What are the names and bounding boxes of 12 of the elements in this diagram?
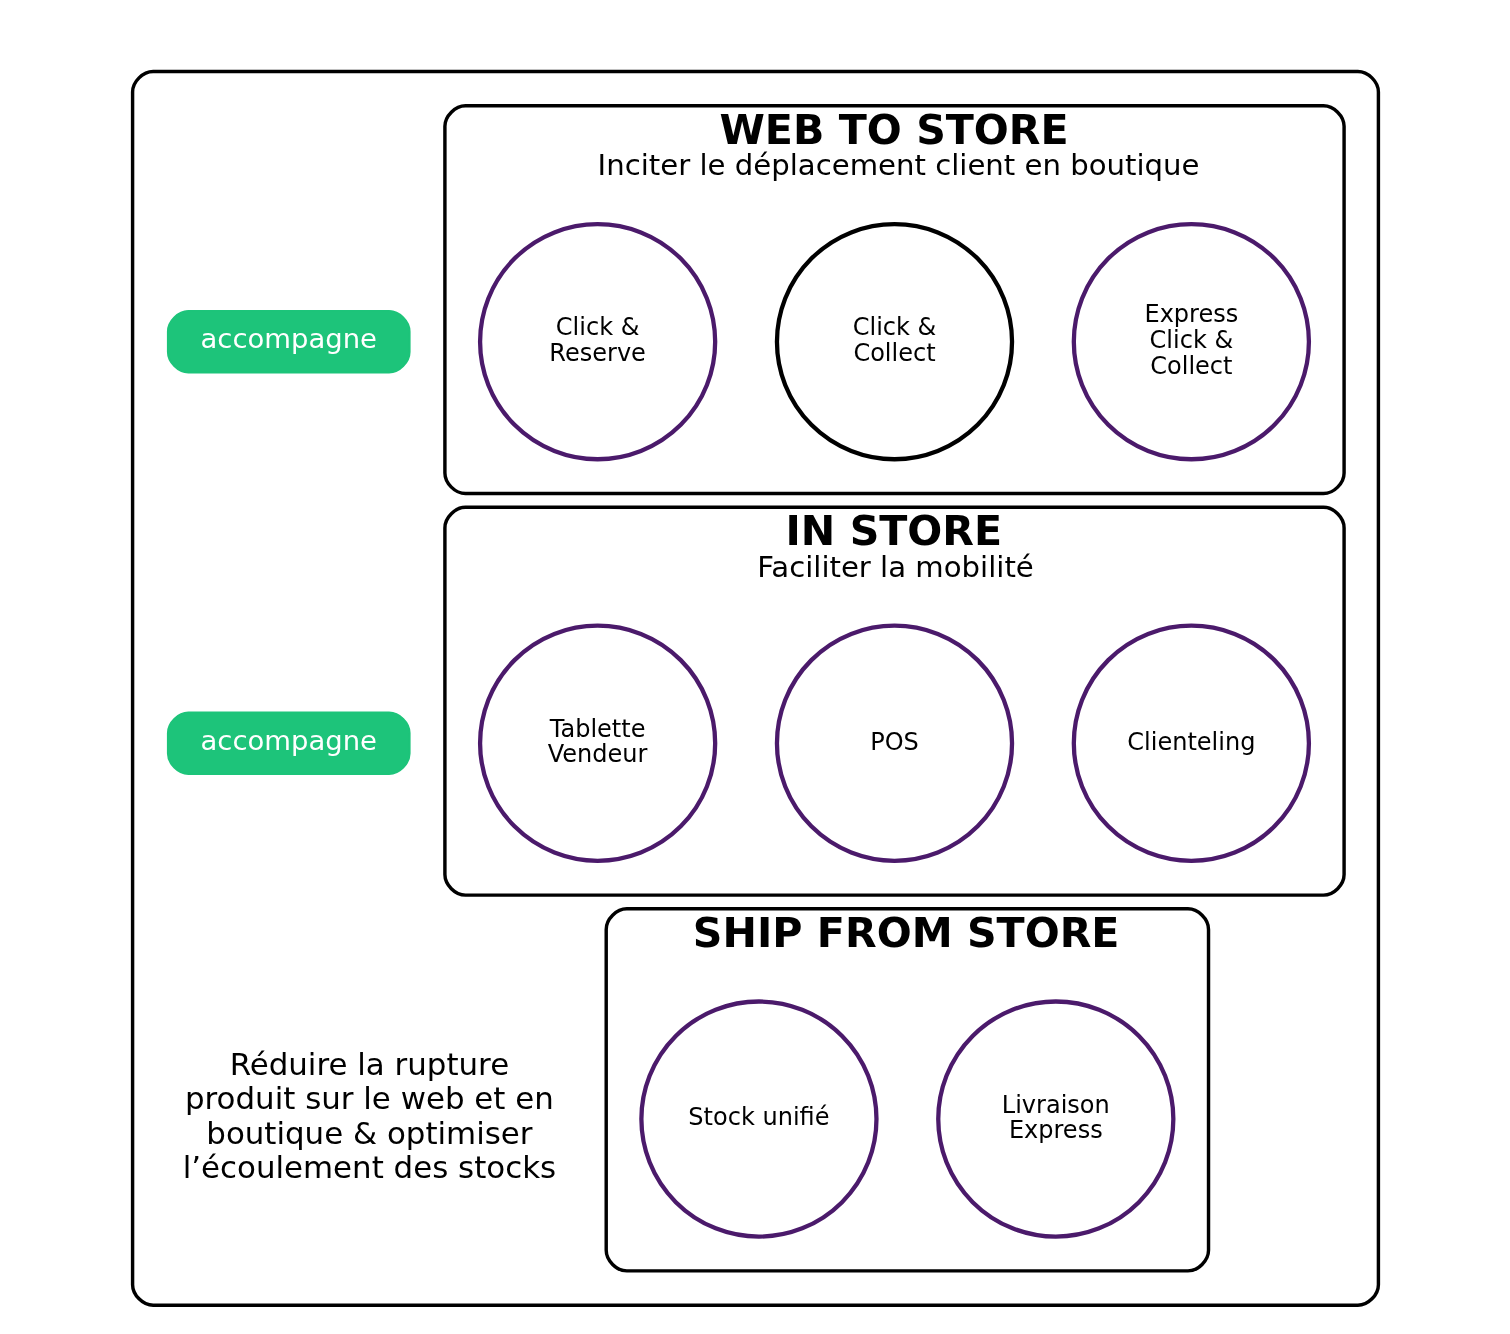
node-circle: POS	[774, 623, 1014, 863]
node-circle: Stock unifié	[638, 999, 879, 1239]
node-box: accompagne	[166, 309, 411, 374]
node-circle: Tablette Vendeur	[477, 623, 717, 863]
node-circle: Click & Collect	[774, 222, 1014, 462]
node-circle: Click & Reserve	[477, 222, 717, 462]
node-label: Réduire la rupture produit sur le web et en boutique & optimiser l’écoulement des stocks	[182, 1046, 556, 1186]
cluster	[130, 69, 1380, 1307]
node-circle: Express Click & Collect	[1071, 222, 1311, 462]
node-circle: Clienteling	[1071, 623, 1311, 863]
node-circle: Livraison Express	[935, 999, 1175, 1239]
node-box: accompagne	[166, 711, 411, 775]
